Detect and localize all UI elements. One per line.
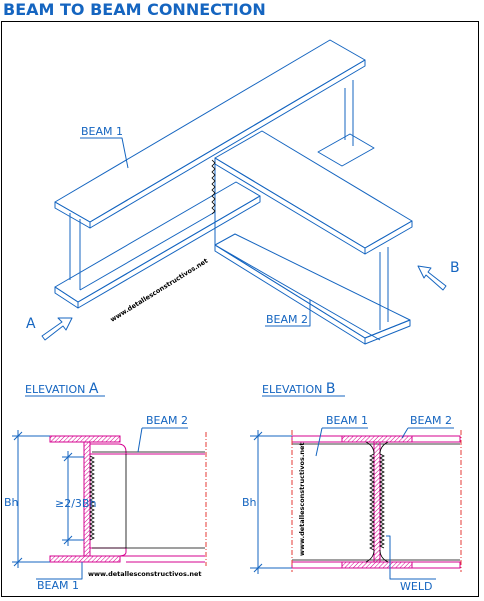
elevation-b-title: ELEVATION B: [262, 381, 335, 397]
svg-text:B: B: [450, 260, 460, 276]
iso-beam1-label: BEAM 1: [81, 125, 123, 138]
elev-b-beam1-label: BEAM 1: [326, 414, 368, 427]
beam1-top-flange: [54, 39, 366, 229]
elev-a-watermark: www.detallesconstructivos.net: [88, 570, 201, 578]
elev-b-weld: [369, 453, 385, 551]
elev-b-watermark: www.detallesconstructivos.net: [298, 443, 306, 556]
elev-a-bh-dimension: Bh: [4, 430, 50, 568]
view-arrow-a: A: [26, 316, 73, 341]
elevation-b: ELEVATION B Bh BEAM 1 BEAM 2 WELD www.de…: [242, 381, 462, 593]
beam2-top-flange-section: [341, 435, 413, 443]
beam1-leader: [80, 137, 129, 169]
beam1-web-section: [83, 441, 91, 557]
elevation-a-title: ELEVATION A: [25, 381, 99, 397]
elev-b-beam2-label: BEAM 2: [410, 414, 452, 427]
view-arrow-b: B: [417, 260, 460, 291]
elev-a-beam1-label: BEAM 1: [37, 579, 79, 592]
elev-b-weld-label: WELD: [400, 580, 432, 593]
svg-text:A: A: [26, 316, 36, 332]
svg-text:Bh: Bh: [242, 496, 257, 509]
beam2-web-section: [373, 441, 381, 563]
elevation-a: ELEVATION A Bh ≥2/3Bh: [4, 381, 207, 592]
beam2-bottom-flange-section: [341, 561, 413, 569]
beam1-bottom-flange: [54, 133, 375, 309]
beam2-bottom-flange: [214, 233, 411, 345]
beam1-web: [69, 80, 354, 291]
beam2-top-flange: [214, 130, 413, 255]
beam1-bottom-flange-section: [49, 555, 121, 563]
isometric-view: BEAM 1 BEAM 2 A B www.detallesconstructi…: [26, 39, 460, 345]
elev-b-bh-dimension: Bh: [242, 430, 292, 574]
iso-watermark: www.detallesconstructivos.net: [109, 257, 209, 324]
elev-a-weld: [89, 455, 95, 541]
svg-text:≥2/3Bh: ≥2/3Bh: [55, 497, 96, 510]
iso-beam2-label: BEAM 2: [266, 313, 308, 326]
elev-a-weld-dimension: ≥2/3Bh: [55, 451, 96, 546]
beam2-leader: [265, 300, 311, 327]
iso-weld: [211, 159, 216, 215]
svg-text:Bh: Bh: [4, 496, 19, 509]
elev-a-beam2-label: BEAM 2: [146, 414, 188, 427]
page-title: BEAM TO BEAM CONNECTION: [3, 0, 266, 19]
beam1-top-flange-section: [49, 435, 121, 443]
drawing-frame: [1, 21, 479, 597]
